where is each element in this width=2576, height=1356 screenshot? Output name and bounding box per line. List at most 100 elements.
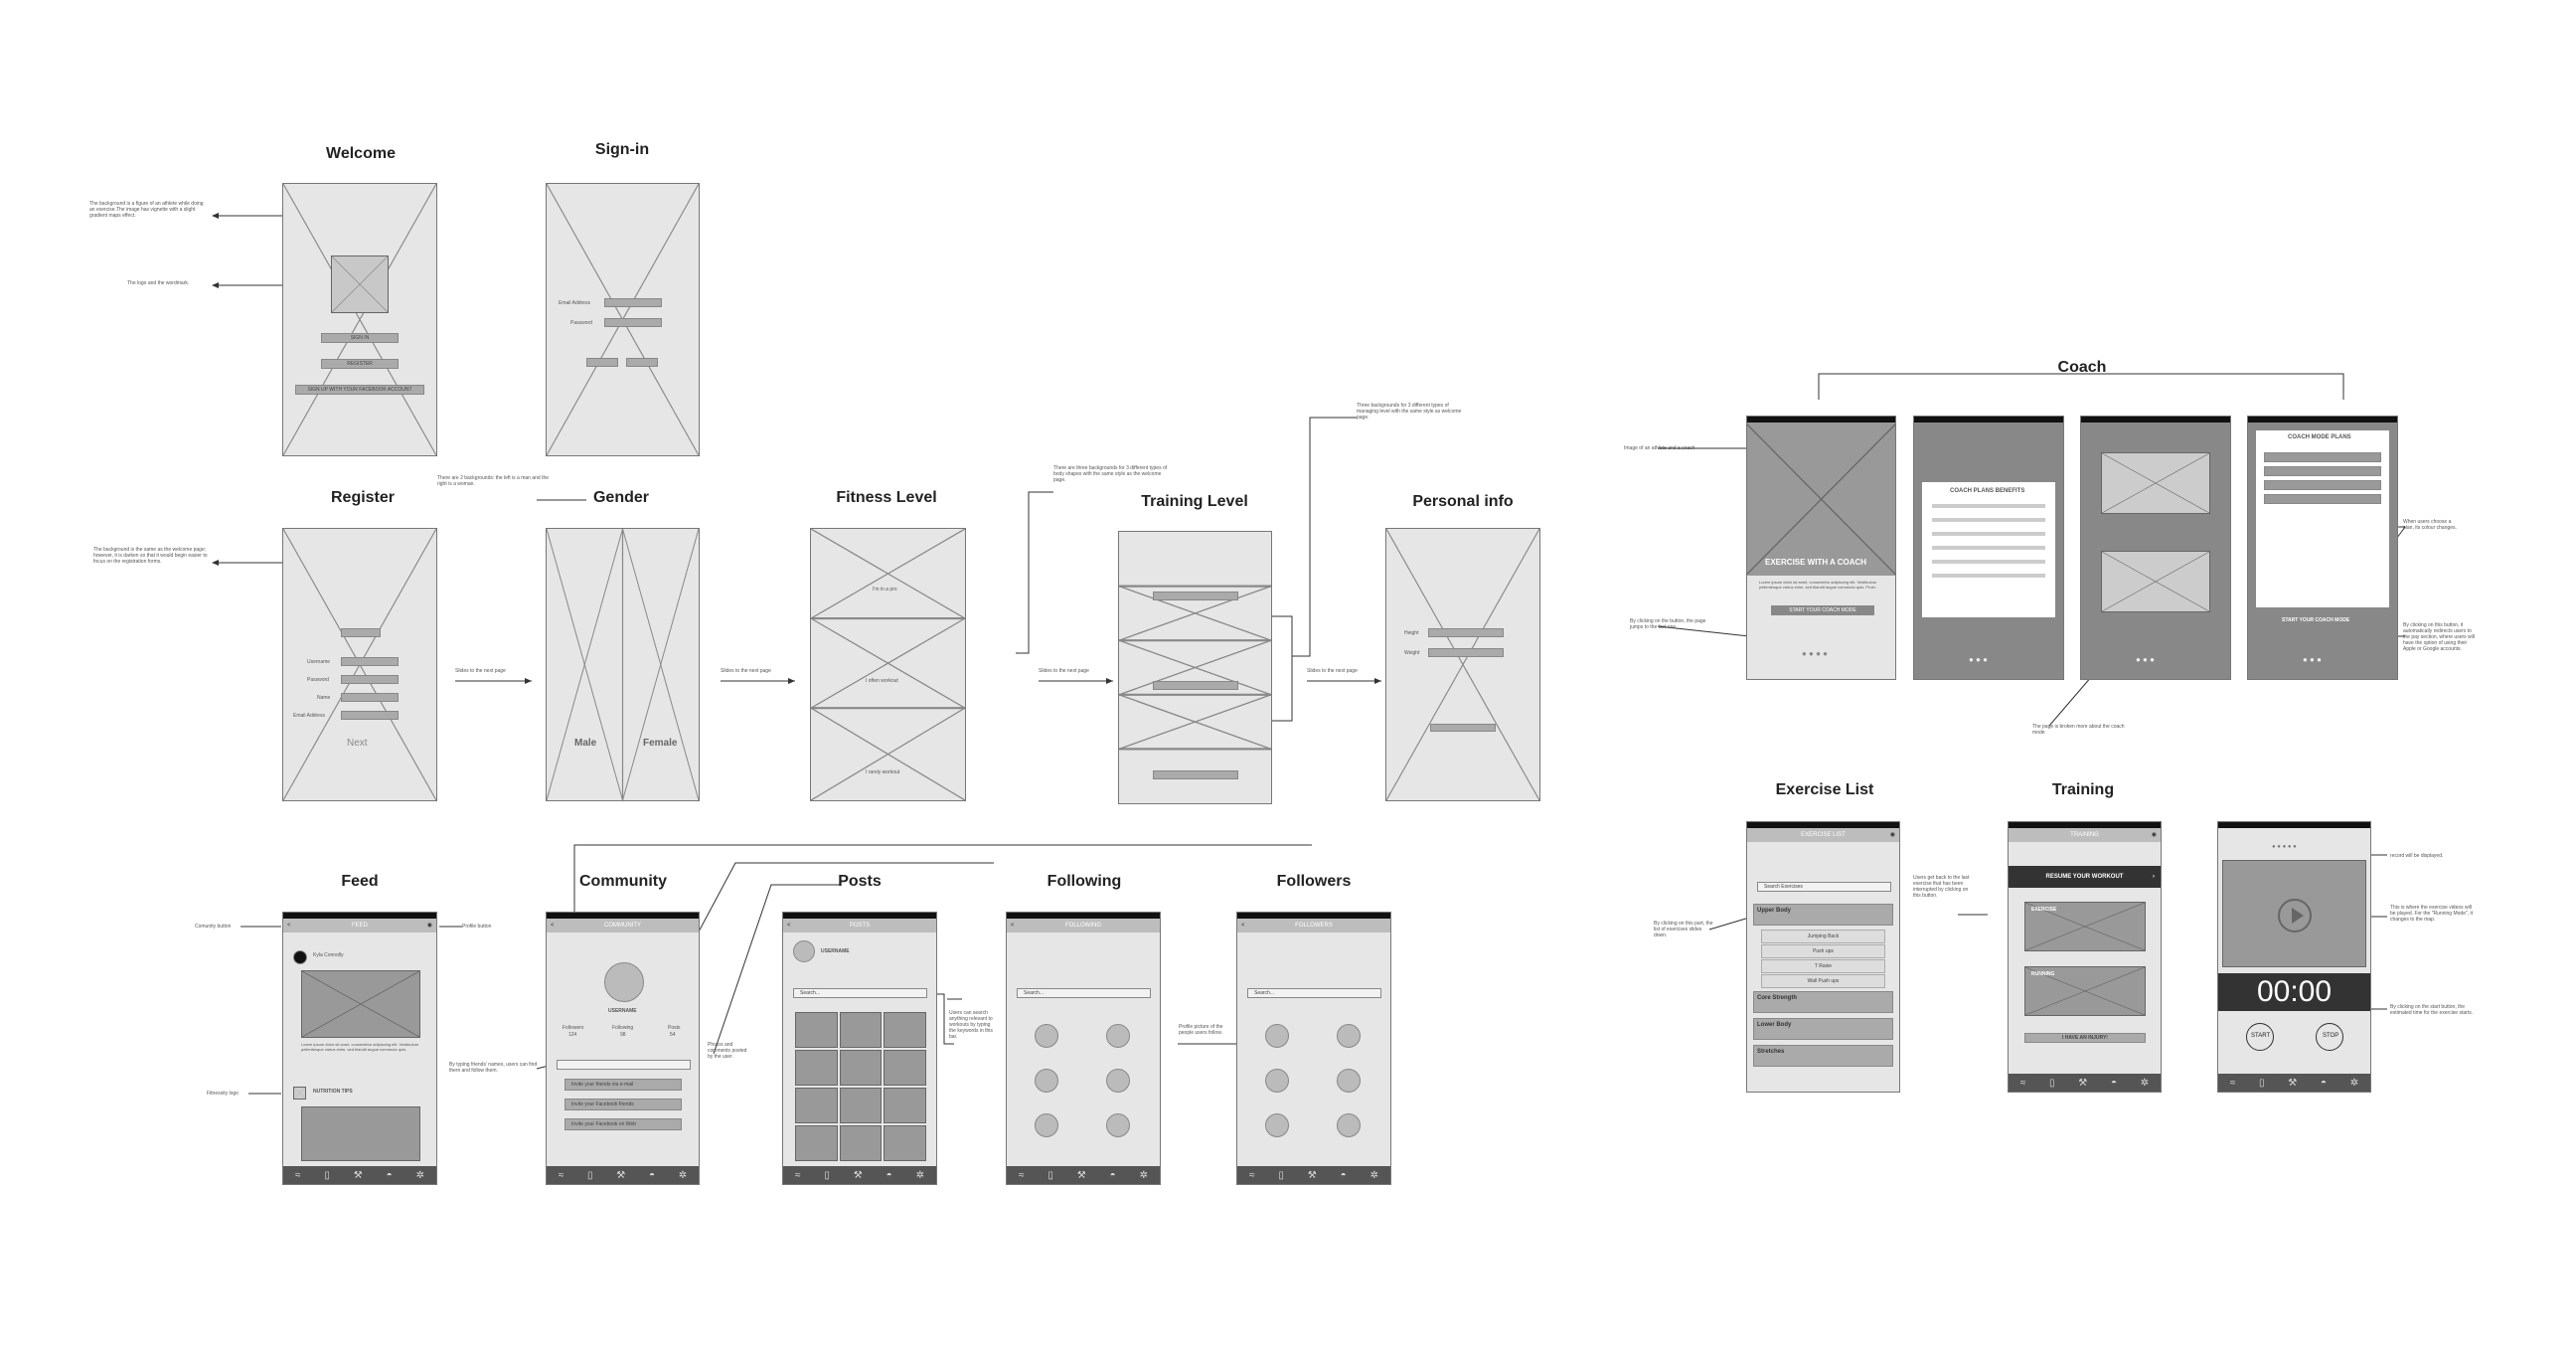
start-button[interactable]: START [2246,1023,2274,1051]
post-thumbnail[interactable] [884,1012,926,1048]
user-avatar[interactable] [1035,1069,1058,1093]
female-option[interactable]: Female [643,738,678,749]
next-button[interactable]: Next [347,738,368,749]
invite-email-button[interactable]: Invite your friends via e-mail [564,1079,682,1091]
male-option[interactable]: Male [574,738,597,749]
exercise-item[interactable]: Wall Push ups [1761,974,1885,988]
post-thumbnail[interactable] [839,1088,883,1123]
user-avatar[interactable] [1337,1024,1361,1048]
trash-icon[interactable]: ▯ [587,1169,593,1181]
sneaker-icon[interactable]: ◓ [886,1169,892,1181]
sneaker-icon[interactable]: ◓ [386,1169,393,1181]
sneaker-icon[interactable]: ◓ [2110,1077,2117,1089]
avatar-placeholder[interactable] [341,628,381,637]
dumbbell-icon[interactable]: ⚒ [853,1169,863,1181]
gear-icon[interactable]: ✲ [2140,1077,2150,1089]
rss-icon[interactable]: ≈ [1018,1169,1025,1181]
dumbbell-icon[interactable]: ⚒ [2288,1077,2298,1089]
back-icon[interactable]: < [1011,923,1015,929]
avatar[interactable] [793,940,815,962]
weight-field[interactable] [1428,648,1504,657]
resume-workout-button[interactable]: RESUME YOUR WORKOUT › [2009,866,2161,888]
trash-icon[interactable]: ▯ [1278,1169,1284,1181]
continue-button[interactable] [1430,724,1496,732]
username-field[interactable] [341,657,399,666]
profile-icon[interactable]: ◉ [2151,832,2157,838]
trash-icon[interactable]: ▯ [324,1169,330,1181]
trash-icon[interactable]: ▯ [824,1169,830,1181]
gear-icon[interactable]: ✲ [1369,1169,1378,1181]
dumbbell-icon[interactable]: ⚒ [616,1169,626,1181]
sneaker-icon[interactable]: ◓ [1109,1169,1116,1181]
avatar[interactable] [293,950,307,964]
height-field[interactable] [1428,628,1504,637]
fitness-often-option[interactable]: I often workout [866,678,898,684]
sneaker-icon[interactable]: ◓ [2320,1077,2327,1089]
sign-in-button[interactable]: SIGN IN [321,333,399,343]
post-thumbnail[interactable] [795,1088,838,1123]
post-thumbnail[interactable] [839,1050,883,1086]
followers-search-input[interactable]: Search... [1247,988,1381,998]
play-icon[interactable] [2278,899,2312,932]
post-thumbnail[interactable] [795,1050,838,1086]
email-field[interactable] [604,298,662,307]
plan-option[interactable] [2264,466,2381,476]
password-field[interactable] [604,318,662,327]
exercise-item[interactable]: Jumping Back [1761,930,1885,943]
trash-icon[interactable]: ▯ [2259,1077,2265,1089]
fitness-rarely-option[interactable]: I rarely workout [866,769,900,775]
start-coach-button[interactable]: START YOUR COACH MODE [2282,617,2350,623]
post-thumbnail[interactable] [884,1050,926,1086]
user-avatar[interactable] [1265,1113,1289,1137]
signin-back-button[interactable] [586,358,618,367]
trash-icon[interactable]: ▯ [2049,1077,2055,1089]
community-search-input[interactable] [557,1060,691,1070]
dumbbell-icon[interactable]: ⚒ [1076,1169,1086,1181]
post-thumbnail[interactable] [839,1125,883,1161]
rss-icon[interactable]: ≈ [558,1169,564,1181]
user-avatar[interactable] [1035,1024,1058,1048]
profile-icon[interactable]: ◉ [426,923,432,929]
exercise-item[interactable]: Push ups [1761,944,1885,958]
post-thumbnail[interactable] [839,1012,883,1048]
back-icon[interactable]: < [787,923,791,929]
exercise-search-input[interactable]: Search Exercises [1757,882,1891,892]
start-coach-button[interactable]: START YOUR COACH MODE [1771,605,1874,615]
gear-icon[interactable]: ✲ [415,1169,424,1181]
invite-web-button[interactable]: Invite your Facebook on Web [564,1118,682,1130]
user-avatar[interactable] [1337,1113,1361,1137]
share-icon[interactable]: < [287,923,291,929]
invite-facebook-button[interactable]: Invite your Facebook friends [564,1099,682,1110]
sneaker-icon[interactable]: ◓ [1340,1169,1347,1181]
stop-button[interactable]: STOP [2316,1023,2343,1051]
user-avatar[interactable] [1265,1069,1289,1093]
fitness-pro-option[interactable]: I'm in a pro [873,587,897,593]
plan-option[interactable] [2264,452,2381,462]
trash-icon[interactable]: ▯ [1047,1169,1053,1181]
user-avatar[interactable] [1106,1113,1130,1137]
injury-button[interactable]: I HAVE AN INJURY! [2024,1033,2146,1043]
gear-icon[interactable]: ✲ [1139,1169,1148,1181]
exercise-mode-card[interactable]: EXERCISE [2024,902,2146,951]
post-thumbnail[interactable] [884,1088,926,1123]
rss-icon[interactable]: ≈ [2019,1077,2026,1089]
post-thumbnail[interactable] [795,1012,838,1048]
user-avatar[interactable] [1035,1113,1058,1137]
rss-icon[interactable]: ≈ [1248,1169,1255,1181]
rss-icon[interactable]: ≈ [794,1169,801,1181]
exercise-item[interactable]: T Raise [1761,959,1885,973]
back-icon[interactable]: < [1241,923,1245,929]
user-avatar[interactable] [1265,1024,1289,1048]
training-option-1[interactable] [1153,592,1238,600]
gear-icon[interactable]: ✲ [678,1169,688,1181]
facebook-signup-button[interactable]: SIGN UP WITH YOUR FACEBOOK ACCOUNT [295,385,424,395]
posts-search-input[interactable]: Search... [793,988,927,998]
name-field[interactable] [341,693,399,702]
signin-submit-button[interactable] [626,358,658,367]
email-field[interactable] [341,711,399,720]
gear-icon[interactable]: ✲ [2349,1077,2359,1089]
category-stretches[interactable]: Stretches [1753,1045,1893,1067]
video-player[interactable] [2222,860,2366,967]
training-option-3[interactable] [1153,770,1238,779]
post-thumbnail[interactable] [884,1125,926,1161]
